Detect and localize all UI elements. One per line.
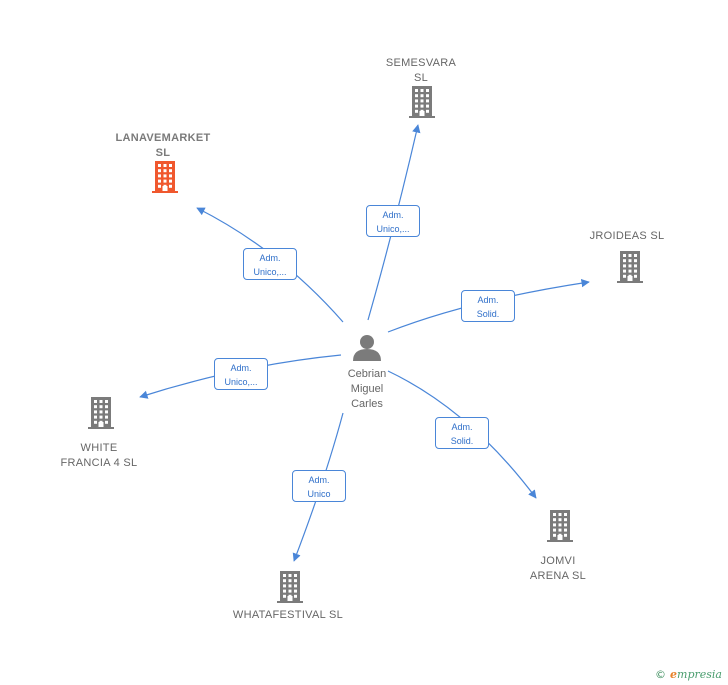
person-icon — [353, 335, 381, 361]
building-icon — [617, 251, 643, 283]
node-label-whatafestival[interactable]: WHATAFESTIVAL SL — [232, 609, 344, 621]
node-label-jomvi-arena[interactable]: JOMVI ARENA SL — [529, 555, 587, 582]
empresia-watermark: ©empresia — [655, 668, 722, 681]
edge-label-lanavemarket[interactable]: Adm. Unico,... — [243, 248, 297, 280]
building-icon — [88, 397, 114, 429]
brand-name: mpresia — [677, 668, 722, 681]
edge-label-jomvi-arena[interactable]: Adm. Solid. — [435, 417, 489, 449]
node-label-lanavemarket[interactable]: LANAVEMARKET SL — [115, 132, 211, 159]
node-label-white-francia[interactable]: WHITE FRANCIA 4 SL — [60, 442, 138, 469]
center-person-name[interactable]: Cebrian Miguel Carles — [347, 368, 387, 410]
building-icon — [547, 510, 573, 542]
brand-initial: e — [670, 668, 678, 681]
node-label-semesvara[interactable]: SEMESVARA SL — [385, 57, 457, 84]
edge-label-jroideas[interactable]: Adm. Solid. — [461, 290, 515, 322]
building-icon — [409, 86, 435, 118]
building-icon — [152, 161, 178, 193]
building-icon — [277, 571, 303, 603]
node-label-jroideas[interactable]: JROIDEAS SL — [589, 230, 665, 242]
edge-label-whatafestival[interactable]: Adm. Unico — [292, 470, 346, 502]
copyright-symbol: © — [655, 668, 667, 681]
edge-label-white-francia[interactable]: Adm. Unico,... — [214, 358, 268, 390]
edge-label-semesvara[interactable]: Adm. Unico,... — [366, 205, 420, 237]
